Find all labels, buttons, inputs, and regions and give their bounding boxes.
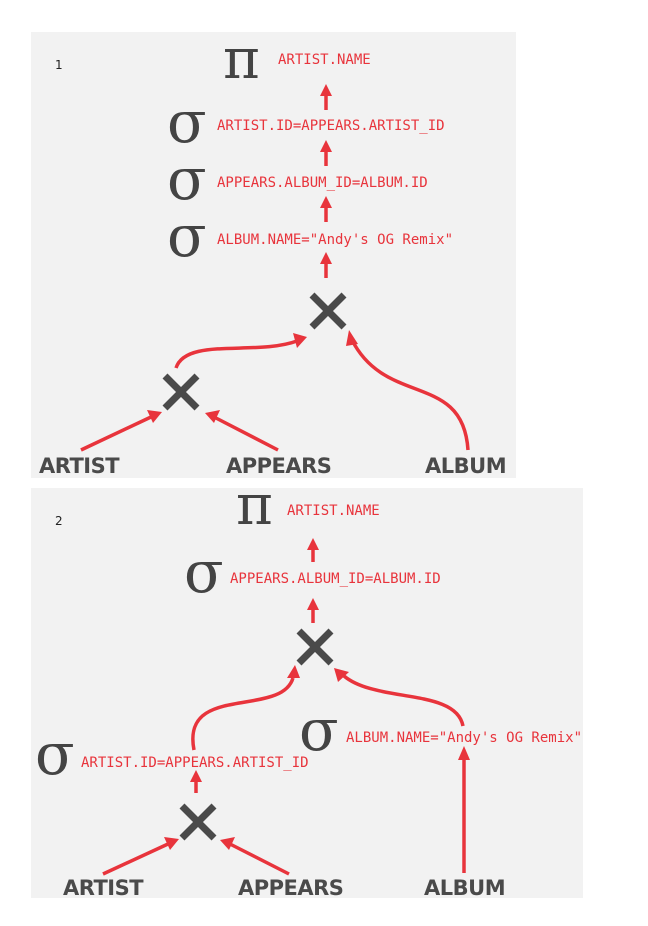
arrow-artist-to-join	[80, 410, 162, 452]
selection-symbol: σ	[167, 88, 207, 156]
query-plan-1-diagram: 1 π ARTIST.NAME σ ARTIST.ID=APPEARS.ARTI…	[39, 32, 507, 478]
selection-label: ALBUM.NAME="Andy's OG Remix"	[346, 730, 582, 746]
query-plan-1: 1 π ARTIST.NAME σ ARTIST.ID=APPEARS.ARTI…	[31, 32, 516, 478]
arrow-selection-to-join	[191, 665, 300, 751]
arrow-up	[320, 252, 332, 278]
arrow-join-to-join	[174, 333, 307, 369]
query-plan-2: 2 π ARTIST.NAME σ APPEARS.ALBUM_ID=ALBUM…	[31, 488, 583, 898]
cross-product-icon	[296, 628, 334, 666]
selection-label: ARTIST.ID=APPEARS.ARTIST_ID	[217, 118, 445, 134]
selection-label: APPEARS.ALBUM_ID=ALBUM.ID	[217, 175, 428, 191]
selection-symbol: σ	[35, 720, 75, 788]
arrow-up	[320, 84, 332, 110]
selection-symbol: σ	[299, 696, 339, 764]
arrow-up	[307, 538, 319, 562]
table-label-album: ALBUM	[424, 876, 505, 898]
selection-symbol: σ	[167, 145, 207, 213]
query-plan-2-diagram: 2 π ARTIST.NAME σ APPEARS.ALBUM_ID=ALBUM…	[35, 488, 582, 898]
table-label-appears: APPEARS	[238, 876, 343, 898]
arrow-selection-to-join	[334, 668, 465, 727]
projection-label: ARTIST.NAME	[287, 503, 380, 519]
selection-symbol: σ	[184, 538, 224, 606]
cross-product-icon	[179, 803, 217, 841]
arrow-appears-to-join	[220, 837, 290, 876]
table-label-appears: APPEARS	[226, 454, 331, 478]
cross-product-icon	[162, 373, 200, 411]
projection-symbol: π	[223, 32, 260, 92]
arrow-album-to-join	[346, 330, 470, 451]
selection-label: APPEARS.ALBUM_ID=ALBUM.ID	[230, 571, 441, 587]
arrow-up	[320, 196, 332, 222]
selection-symbol: σ	[167, 202, 207, 270]
arrow-album-to-selection	[458, 746, 470, 873]
cross-product-icon	[309, 292, 347, 330]
arrow-artist-to-join	[102, 837, 179, 876]
arrow-up	[320, 140, 332, 166]
table-label-artist: ARTIST	[39, 454, 120, 478]
projection-label: ARTIST.NAME	[278, 52, 371, 68]
plan-number: 2	[55, 514, 63, 528]
selection-label: ALBUM.NAME="Andy's OG Remix"	[217, 232, 453, 248]
plan-number: 1	[55, 58, 63, 72]
arrow-up	[190, 770, 202, 793]
arrow-up	[307, 598, 319, 623]
table-label-album: ALBUM	[425, 454, 506, 478]
arrow-appears-to-join	[205, 410, 279, 452]
table-label-artist: ARTIST	[63, 876, 144, 898]
projection-symbol: π	[236, 488, 273, 538]
selection-label: ARTIST.ID=APPEARS.ARTIST_ID	[81, 755, 309, 771]
